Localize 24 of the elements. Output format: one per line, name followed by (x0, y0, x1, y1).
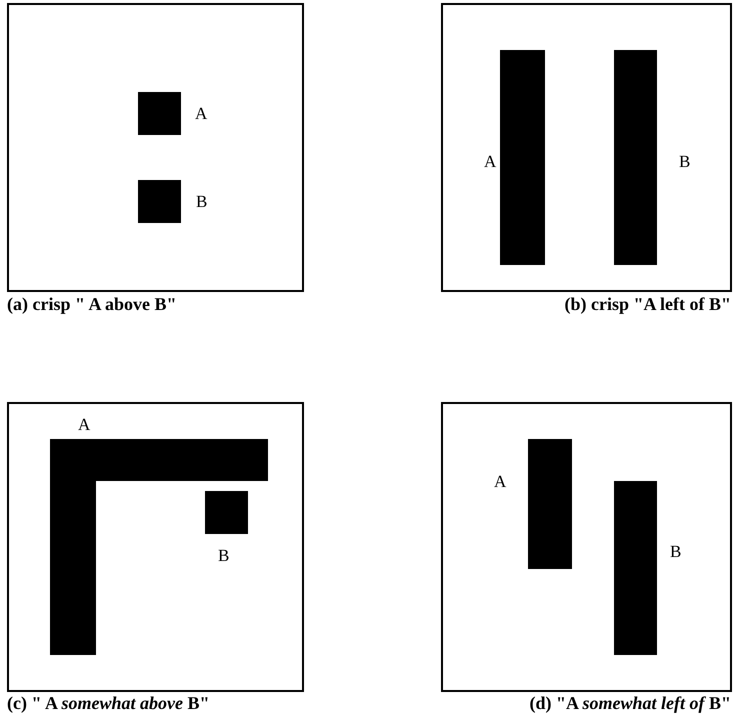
shape-label: B (218, 545, 230, 566)
panel-frame (7, 402, 304, 692)
panel-label: (b) crisp "A left of B" (564, 293, 731, 316)
shape-label: B (679, 151, 690, 172)
square-block (138, 180, 181, 223)
shape-label: B (196, 191, 208, 212)
panel-frame (441, 402, 732, 692)
shape-label: A (484, 151, 496, 172)
shape-label: A (195, 103, 208, 124)
panel-frame (7, 3, 304, 292)
vertical-bar (614, 50, 657, 265)
panel-label: (d) "A somewhat left of B" (530, 692, 731, 714)
panel-label: (c) " A somewhat above B" (7, 692, 210, 714)
vertical-bar (528, 439, 572, 569)
panel-frame (441, 3, 732, 292)
vertical-bar (500, 50, 545, 265)
shape-label: A (494, 471, 506, 492)
l-shaped-block (50, 439, 268, 655)
square-block (138, 92, 181, 135)
shape-label: B (670, 541, 682, 562)
shape-label: A (78, 414, 90, 436)
vertical-bar (614, 481, 657, 655)
panel-label: (a) crisp " A above B" (7, 293, 176, 316)
square-block (205, 491, 248, 534)
